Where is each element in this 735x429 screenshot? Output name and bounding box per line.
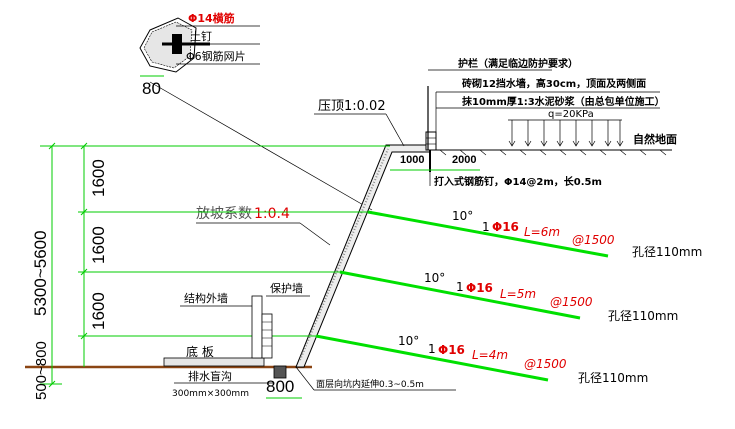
protect-wall-joints <box>262 321 272 347</box>
dim-1600-mid: 1600 <box>89 226 108 264</box>
outer-wall-label: 结构外墙 <box>184 291 228 305</box>
dim-1000: 1000 <box>400 154 424 166</box>
nail-2-spacing: @1500 <box>550 295 593 309</box>
dim-1600-bottom: 1600 <box>89 292 108 330</box>
mesh-label: Φ6钢筋网片 <box>186 49 246 63</box>
detail-hex-outline <box>139 17 197 73</box>
rebar-label: Φ14横筋 <box>188 11 235 25</box>
protect-wall <box>261 313 273 359</box>
nail-3-spacing: @1500 <box>524 357 567 371</box>
top-pressure-label: 压顶1:0.02 <box>318 99 386 114</box>
nail-3-dia: Φ16 <box>438 343 465 357</box>
nail-2-angle: 10° <box>424 271 445 285</box>
nail-3-len: L=4m <box>472 348 508 362</box>
nail-2-hole: 孔径110mm <box>608 309 678 323</box>
slope-texture <box>299 148 389 361</box>
dim-bottom: 500~800 <box>33 341 50 400</box>
dim-ticks <box>48 142 88 388</box>
dim-total: 5300~5600 <box>31 230 50 316</box>
soil-nails: 10° 1 Φ16 L=6m @1500 孔径110mm 10° 1 Φ16 L… <box>315 209 702 385</box>
steel-nail-note: 打入式钢筋钉，Φ14@2m，长0.5m <box>434 175 602 188</box>
floor-label: 底 板 <box>186 344 214 359</box>
floor-slab <box>163 357 265 367</box>
ground-hatch <box>439 149 667 156</box>
bottom-structures: 结构外墙 保护墙 底 板 排水盲沟 300mm×300mm 800 面层向坑内延… <box>163 281 456 399</box>
protect-wall-label: 保护墙 <box>270 281 303 295</box>
top-pressure-leader <box>385 113 405 147</box>
nail-1-dia: Φ16 <box>492 220 519 234</box>
natural-ground-note: 自然地面 <box>633 132 677 146</box>
dim-1600-top: 1600 <box>89 159 108 197</box>
nail-head-detail: Φ14横筋 土钉 Φ6钢筋网片 80 <box>139 11 373 211</box>
extend-leader <box>295 366 315 391</box>
nail-3-hole: 孔径110mm <box>578 371 648 385</box>
drain-label: 排水盲沟 <box>188 369 232 383</box>
plaster-note: 抹10mm厚1:3水泥砂浆（由总包单位施工） <box>462 95 665 108</box>
slope-labels: 压顶1:0.02 放坡系数 1:0.4 <box>196 99 405 246</box>
slope-coef-value: 1:0.4 <box>254 206 290 222</box>
outer-wall <box>251 295 263 359</box>
nail-3-count: 1 <box>428 342 436 356</box>
soil-nail-1 <box>367 210 609 258</box>
nail-1-len: L=6m <box>524 225 560 239</box>
slope-coef-leader <box>299 222 331 246</box>
nail-2-len: L=5m <box>500 287 536 301</box>
slope-coef-prefix: 放坡系数 <box>196 206 252 222</box>
nail-3-angle: 10° <box>398 334 419 348</box>
ground <box>25 149 672 369</box>
nail-label: 土钉 <box>190 30 212 43</box>
dim-2000: 2000 <box>452 154 476 166</box>
nail-1-angle: 10° <box>452 209 473 223</box>
nail-1-count: 1 <box>482 220 490 234</box>
soil-nail-3 <box>315 334 549 382</box>
dim-80: 80 <box>142 79 161 98</box>
nail-1-spacing: @1500 <box>572 233 615 247</box>
top-notes: 护栏（满足临边防护要求） 砖砌12挡水墙，高30cm，顶面及两侧面 抹10mm厚… <box>390 57 677 188</box>
extend-note: 面层向坑内延伸0.3~0.5m <box>316 378 424 390</box>
nail-2-count: 1 <box>456 280 464 294</box>
nail-2-dia: Φ16 <box>466 281 493 295</box>
soil-nail-2 <box>339 270 581 320</box>
dim-800: 800 <box>266 377 294 396</box>
load-arrows <box>508 120 624 147</box>
drain-size-label: 300mm×300mm <box>172 389 249 399</box>
load-note: q=20KPa <box>548 109 594 120</box>
drain-ditch <box>273 365 287 379</box>
nail-1-hole: 孔径110mm <box>632 245 702 259</box>
brick-wall-note: 砖砌12挡水墙，高30cm，顶面及两侧面 <box>462 77 646 90</box>
guardrail-note: 护栏（满足临边防护要求） <box>458 57 578 70</box>
slope-face <box>295 86 437 368</box>
left-dimensions: 1600 1600 1600 5300~5600 500~800 <box>31 142 390 400</box>
